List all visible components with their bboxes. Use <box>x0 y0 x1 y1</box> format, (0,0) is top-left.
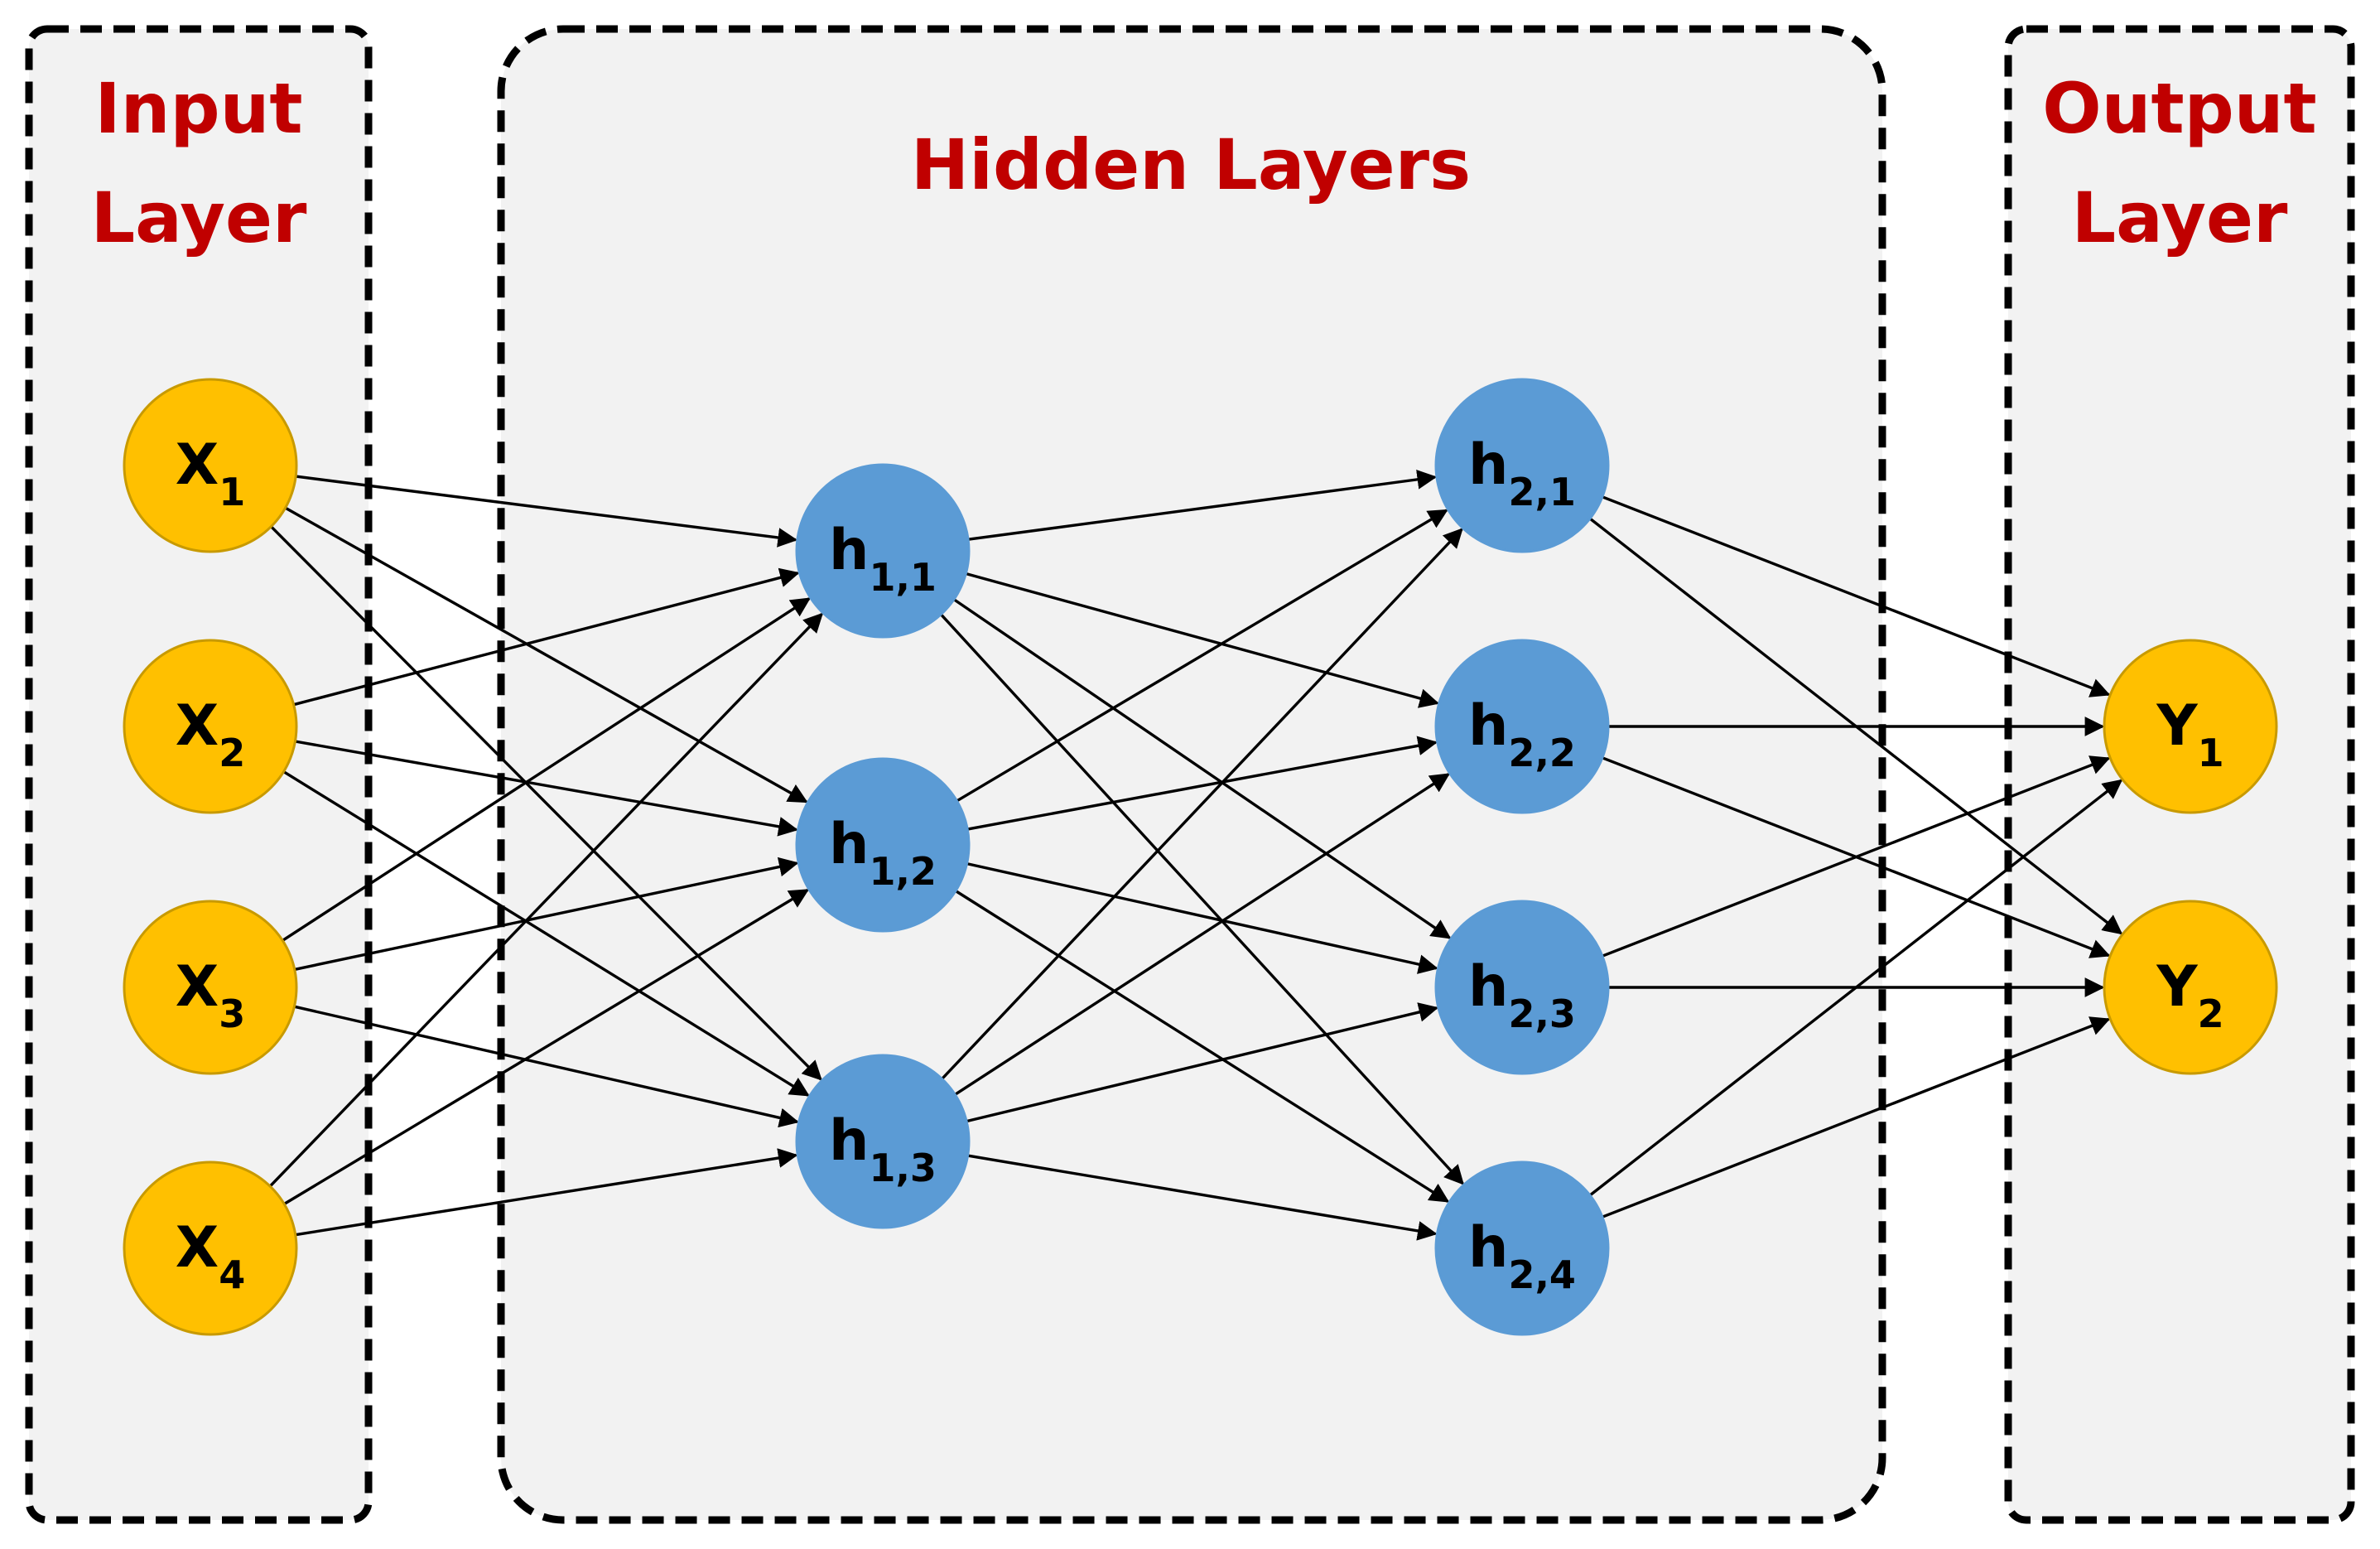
node-hidden1-2-label: h1,2 <box>829 812 937 894</box>
edge-hidden1-3-to-hidden2-4 <box>967 1154 1438 1241</box>
edge-input-4-to-hidden1-3 <box>295 1148 798 1237</box>
edge-input-2-to-hidden1-3 <box>282 770 810 1097</box>
node-output-1-circle <box>2103 639 2278 814</box>
node-hidden1-1: h1,1 <box>795 463 971 639</box>
node-input-1-label: X1 <box>176 432 245 514</box>
node-input-4-label: X4 <box>176 1215 245 1297</box>
node-input-3-circle <box>123 900 298 1075</box>
node-hidden1-1-label: h1,1 <box>829 518 937 600</box>
node-hidden2-2-circle <box>1434 639 1610 814</box>
node-hidden2-2-label: h2,2 <box>1468 693 1576 775</box>
node-hidden2-1-label: h2,1 <box>1468 432 1576 514</box>
edge-input-2-to-hidden1-1 <box>293 567 800 707</box>
node-hidden2-4: h2,4 <box>1434 1161 1610 1336</box>
node-output-1-label: Y1 <box>2156 693 2223 775</box>
edge-input-3-to-hidden1-2 <box>294 857 799 972</box>
edge-input-2-to-hidden1-2 <box>295 740 798 837</box>
edge-input-1-to-hidden1-3 <box>270 525 822 1081</box>
node-input-4: X4 <box>123 1161 298 1336</box>
node-hidden1-3-circle <box>795 1054 971 1229</box>
connections <box>268 470 2123 1241</box>
edge-hidden2-4-to-output-2 <box>1602 1016 2111 1218</box>
output-layer-title-line2: Layer <box>2072 177 2288 258</box>
node-input-1-circle <box>123 378 298 553</box>
edge-hidden2-1-to-output-1 <box>1602 495 2111 697</box>
edge-hidden1-1-to-hidden2-4 <box>940 613 1465 1185</box>
node-hidden2-1: h2,1 <box>1434 378 1610 553</box>
edge-hidden1-3-to-hidden2-3 <box>966 1002 1439 1123</box>
edge-input-4-to-hidden1-2 <box>283 889 810 1205</box>
node-hidden1-3-label: h1,3 <box>829 1108 937 1190</box>
node-hidden2-1-circle <box>1434 378 1610 553</box>
edge-hidden1-2-to-hidden2-1 <box>956 509 1448 803</box>
input-layer-title-line1: Input <box>94 68 302 149</box>
edge-hidden1-1-to-hidden2-3 <box>952 598 1452 939</box>
edge-input-4-to-hidden1-1 <box>268 612 824 1188</box>
edge-input-3-to-hidden1-1 <box>282 597 812 942</box>
edge-hidden2-3-to-output-1 <box>1602 755 2111 958</box>
edge-input-1-to-hidden1-2 <box>284 506 808 803</box>
node-input-4-circle <box>123 1161 298 1336</box>
edge-hidden1-2-to-hidden2-2 <box>966 736 1438 831</box>
node-input-2: X2 <box>123 639 298 814</box>
input-layer-title-line2: Layer <box>91 177 307 258</box>
edge-hidden1-3-to-hidden2-1 <box>941 528 1463 1080</box>
node-output-2-label: Y2 <box>2156 954 2223 1036</box>
node-hidden2-3-label: h2,3 <box>1468 954 1576 1036</box>
hidden-layers-box <box>497 25 1886 1524</box>
node-output-1: Y1 <box>2103 639 2278 814</box>
node-output-2: Y2 <box>2103 900 2278 1075</box>
edge-hidden1-2-to-hidden2-4 <box>955 890 1450 1203</box>
node-output-2-circle <box>2103 900 2278 1075</box>
node-input-2-circle <box>123 639 298 814</box>
node-hidden2-3: h2,3 <box>1434 900 1610 1075</box>
node-hidden2-4-label: h2,4 <box>1468 1215 1576 1297</box>
edge-hidden1-1-to-hidden2-1 <box>967 470 1438 541</box>
edge-hidden1-2-to-hidden2-3 <box>966 861 1438 974</box>
node-hidden1-1-circle <box>795 463 971 639</box>
edge-hidden1-3-to-hidden2-2 <box>954 773 1451 1096</box>
node-input-3: X3 <box>123 900 298 1075</box>
node-hidden1-3: h1,3 <box>795 1054 971 1229</box>
node-hidden1-2-circle <box>795 757 971 933</box>
edge-input-3-to-hidden1-3 <box>294 1005 800 1128</box>
hidden-layers-panel: Hidden Layers <box>497 25 1886 1524</box>
node-hidden2-3-circle <box>1434 900 1610 1075</box>
edge-hidden2-4-to-output-1 <box>1588 779 2123 1197</box>
node-input-1: X1 <box>123 378 298 553</box>
hidden-layers-title: Hidden Layers <box>911 124 1471 205</box>
node-input-3-label: X3 <box>176 954 245 1036</box>
node-hidden2-2: h2,2 <box>1434 639 1610 814</box>
node-input-2-label: X2 <box>176 693 245 775</box>
node-hidden2-4-circle <box>1434 1161 1610 1336</box>
edge-input-1-to-hidden1-1 <box>295 475 798 548</box>
edge-hidden1-1-to-hidden2-2 <box>965 572 1440 708</box>
output-layer-title-line1: Output <box>2042 68 2316 149</box>
node-hidden1-2: h1,2 <box>795 757 971 933</box>
